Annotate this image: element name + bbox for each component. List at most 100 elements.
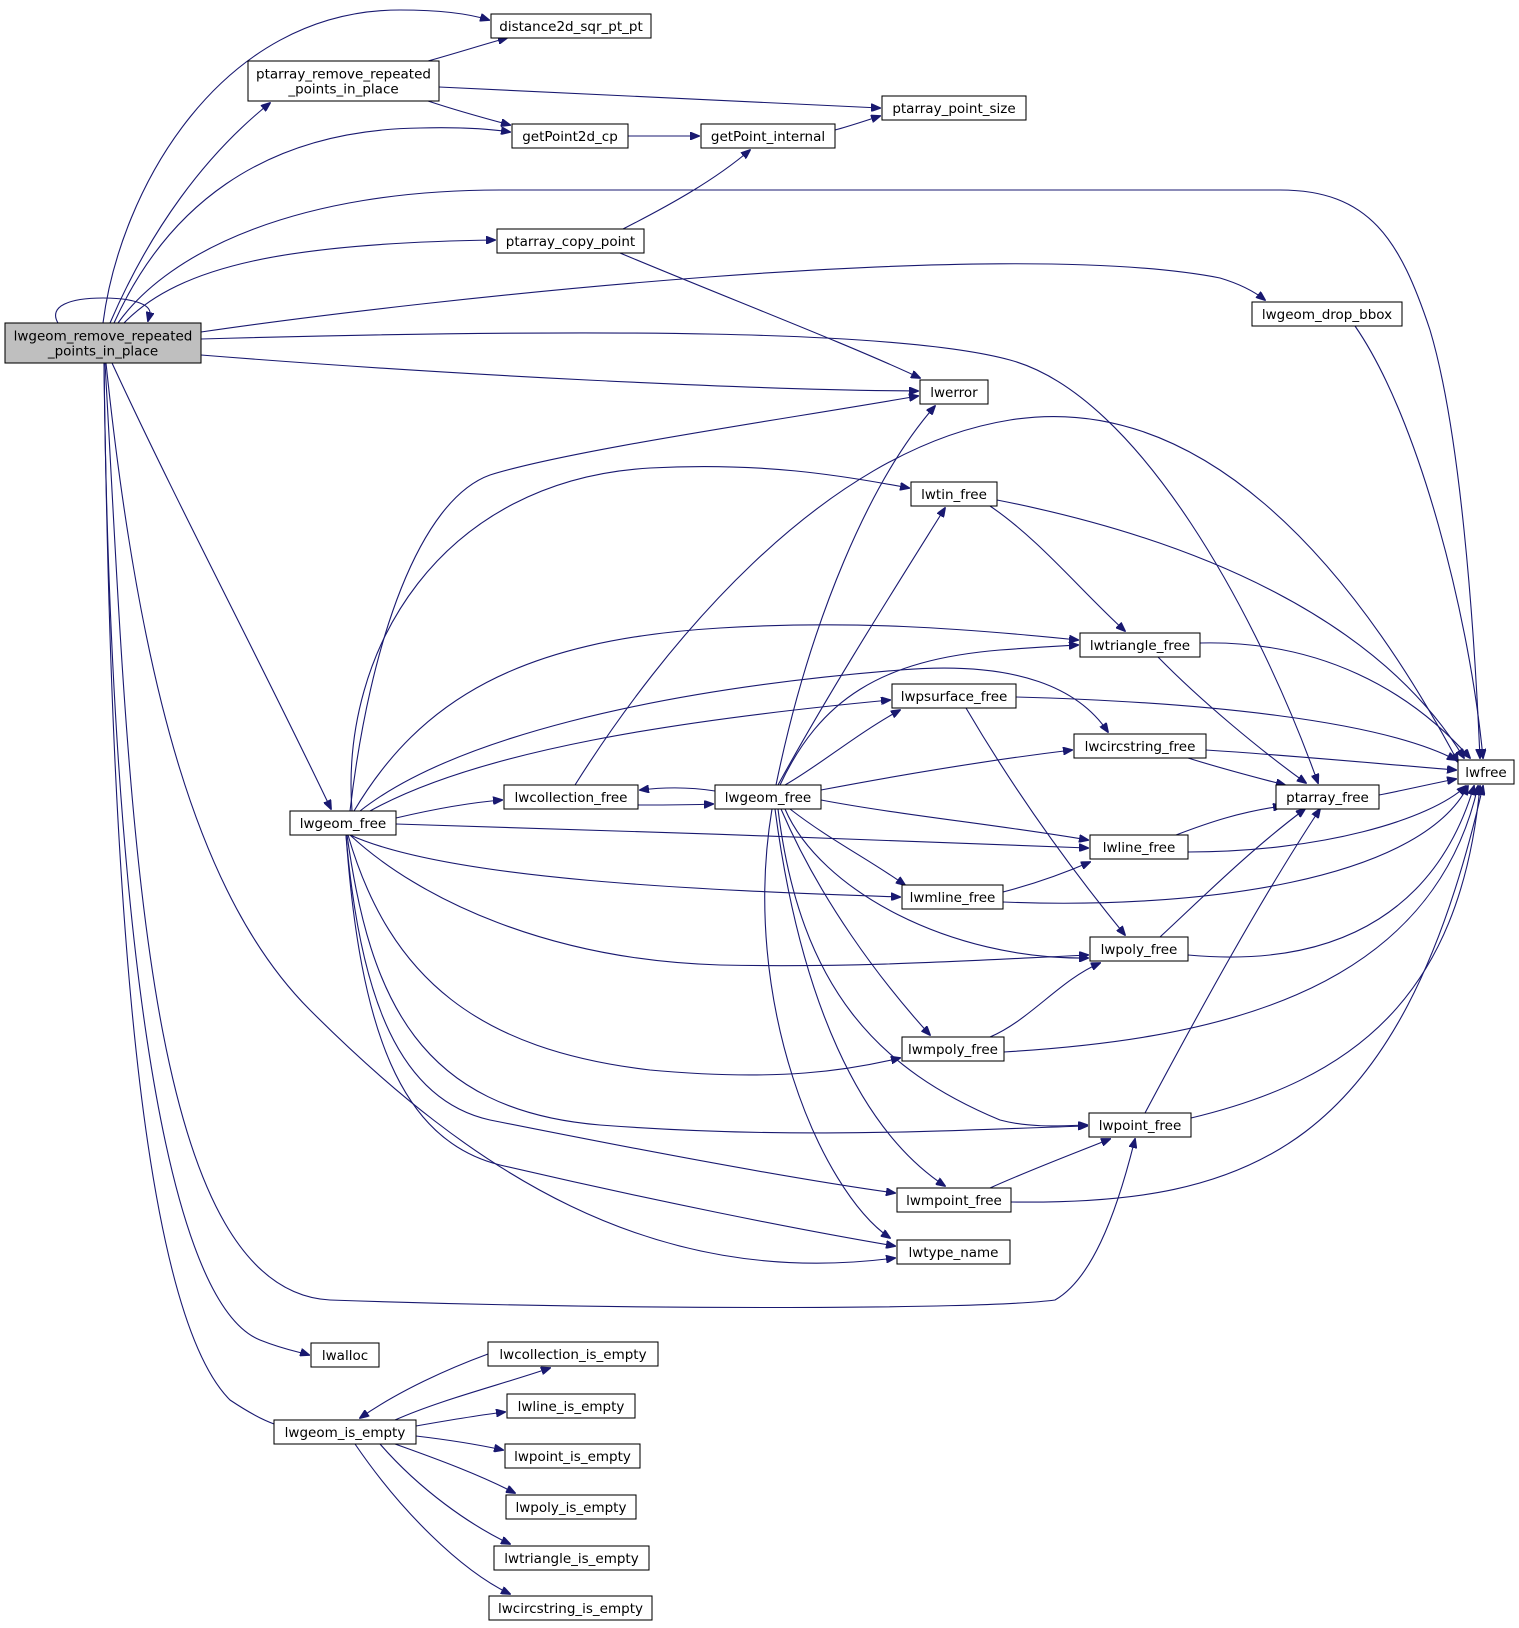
node-box bbox=[488, 1595, 653, 1621]
node-box bbox=[503, 784, 639, 810]
edge-root-to-lwerror bbox=[200, 354, 918, 391]
edge-lwgeom-is-empty-to-lwcircstring-is-empty bbox=[354, 1443, 510, 1594]
node-lwpsurface-free[interactable]: lwpsurface_free bbox=[891, 683, 1017, 709]
node-label: getPoint2d_cp bbox=[522, 129, 618, 145]
node-getPoint2d-cp[interactable]: getPoint2d_cp bbox=[511, 123, 629, 149]
node-box bbox=[310, 1342, 380, 1368]
edge-lwgeom-free-to-lwpoly-free bbox=[349, 834, 1088, 967]
node-label: lwcollection_is_empty bbox=[499, 1347, 646, 1363]
edge-lwgeom-free-inner-to-lwmpoly-free bbox=[780, 808, 930, 1035]
node-lwtype-name[interactable]: lwtype_name bbox=[896, 1239, 1011, 1265]
node-label: lwline_is_empty bbox=[518, 1399, 625, 1415]
edge-lwcollection-free-to-lwgeom-free-inner bbox=[637, 804, 713, 805]
node-lwline-is-empty[interactable]: lwline_is_empty bbox=[506, 1393, 636, 1419]
edge-lwgeom-free-to-lwtype-name bbox=[345, 834, 895, 1246]
node-lwtriangle-free[interactable]: lwtriangle_free bbox=[1079, 632, 1201, 658]
node-lwerror[interactable]: lwerror bbox=[919, 379, 989, 405]
node-label: lwgeom_is_empty bbox=[285, 1425, 406, 1441]
node-lwtin-free[interactable]: lwtin_free bbox=[910, 481, 998, 507]
node-lwgeom-drop-bbox[interactable]: lwgeom_drop_bbox bbox=[1251, 301, 1403, 327]
edge-lwgeom-free-inner-to-lwerror bbox=[775, 406, 935, 786]
node-box bbox=[247, 60, 440, 102]
node-lwgeom-free[interactable]: lwgeom_free bbox=[289, 810, 397, 836]
node-box bbox=[1089, 936, 1189, 962]
node-lwpoint-free[interactable]: lwpoint_free bbox=[1088, 1112, 1192, 1138]
node-label: lwgeom_free bbox=[300, 816, 386, 832]
node-lwalloc[interactable]: lwalloc bbox=[310, 1342, 380, 1368]
edge-lwpsurface-free-to-lwfree bbox=[1015, 696, 1456, 760]
node-lwtriangle-is-empty[interactable]: lwtriangle_is_empty bbox=[493, 1545, 650, 1571]
node-lwmline-free[interactable]: lwmline_free bbox=[901, 884, 1004, 910]
edges-layer bbox=[55, 9, 1483, 1594]
node-box bbox=[273, 1419, 417, 1445]
edge-root-to-ptarray-remove-repeated bbox=[109, 103, 270, 324]
edge-lwpoly-free-to-ptarray-free bbox=[1159, 809, 1305, 938]
edge-root-to-getPoint2d-cp bbox=[113, 128, 510, 324]
node-box bbox=[714, 784, 822, 810]
node-lwpoly-free[interactable]: lwpoly_free bbox=[1089, 936, 1189, 962]
edge-lwtin-free-to-lwtriangle-free bbox=[989, 505, 1125, 631]
node-lwpoly-is-empty[interactable]: lwpoly_is_empty bbox=[505, 1494, 637, 1520]
edge-lwgeom-free-to-lwline-free bbox=[395, 823, 1088, 848]
edge-lwline-free-to-ptarray-free bbox=[1175, 806, 1282, 836]
node-label: lwtriangle_free bbox=[1090, 638, 1190, 654]
edge-lwgeom-free-to-lwpsurface-free bbox=[369, 700, 890, 812]
node-label: lwcollection_free bbox=[515, 790, 628, 806]
edge-lwgeom-free-to-lwmpoint-free bbox=[345, 834, 895, 1193]
edge-ptarray-copy-point-to-getPoint-internal bbox=[622, 150, 750, 230]
edge-ptarray-remove-repeated-to-getPoint2d-cp bbox=[427, 100, 510, 125]
edge-lwgeom-is-empty-to-lwpoint-is-empty bbox=[415, 1435, 503, 1450]
edge-lwgeom-free-inner-to-lwtriangle-free bbox=[779, 645, 1078, 786]
node-label: lwline_free bbox=[1103, 840, 1176, 856]
node-ptarray-copy-point[interactable]: ptarray_copy_point bbox=[496, 228, 645, 254]
node-lwcollection-free[interactable]: lwcollection_free bbox=[503, 784, 639, 810]
node-distance2d-sqr-pt-pt[interactable]: distance2d_sqr_pt_pt bbox=[490, 13, 652, 39]
node-label: lwcircstring_is_empty bbox=[498, 1601, 643, 1617]
edge-lwpsurface-free-to-lwpoly-free bbox=[965, 707, 1125, 935]
edge-ptarray-remove-repeated-to-distance2d-sqr-pt-pt bbox=[427, 38, 507, 62]
node-box bbox=[504, 1443, 641, 1469]
node-lwcollection-is-empty[interactable]: lwcollection_is_empty bbox=[487, 1341, 659, 1367]
node-box bbox=[896, 1187, 1012, 1213]
node-box bbox=[1457, 759, 1515, 785]
node-label: ptarray_copy_point bbox=[506, 234, 635, 250]
node-ptarray-point-size[interactable]: ptarray_point_size bbox=[881, 95, 1027, 121]
edge-lwgeom-free-to-lwpoint-free bbox=[346, 834, 1087, 1134]
node-lwmpoly-free[interactable]: lwmpoly_free bbox=[901, 1036, 1005, 1062]
node-lwgeom-free-inner[interactable]: lwgeom_free bbox=[714, 784, 822, 810]
edge-lwcircstring-free-to-lwfree bbox=[1205, 749, 1456, 770]
edge-root-to-lwgeom-is-empty bbox=[103, 362, 287, 1428]
node-lwfree[interactable]: lwfree bbox=[1457, 759, 1515, 785]
node-ptarray-remove-repeated[interactable]: ptarray_remove_repeated_points_in_place bbox=[247, 60, 440, 102]
edge-root-to-lwfree bbox=[117, 189, 1480, 758]
edge-lwpoint-free-to-lwfree bbox=[1190, 786, 1480, 1119]
node-label: distance2d_sqr_pt_pt bbox=[499, 19, 643, 35]
node-box bbox=[506, 1393, 636, 1419]
edge-ptarray-remove-repeated-to-ptarray-point-size bbox=[438, 86, 880, 108]
node-lwmpoint-free[interactable]: lwmpoint_free bbox=[896, 1187, 1012, 1213]
edge-lwgeom-is-empty-to-lwpoly-is-empty bbox=[394, 1443, 515, 1493]
node-box bbox=[700, 123, 836, 149]
node-lwcircstring-free[interactable]: lwcircstring_free bbox=[1073, 733, 1207, 759]
node-ptarray-free[interactable]: ptarray_free bbox=[1275, 784, 1380, 810]
node-getPoint-internal[interactable]: getPoint_internal bbox=[700, 123, 836, 149]
edge-lwgeom-is-empty-to-lwline-is-empty bbox=[415, 1412, 505, 1427]
edge-lwgeom-free-inner-to-lwcollection-free bbox=[640, 788, 716, 791]
edge-root-to-distance2d-sqr-pt-pt bbox=[102, 9, 489, 324]
node-box bbox=[1251, 301, 1403, 327]
node-lwline-free[interactable]: lwline_free bbox=[1089, 834, 1189, 860]
node-lwpoint-is-empty[interactable]: lwpoint_is_empty bbox=[504, 1443, 641, 1469]
edge-lwmpoint-free-to-lwpoint-free bbox=[989, 1139, 1110, 1189]
node-label: lwgeom_drop_bbox bbox=[1262, 307, 1392, 323]
edge-lwgeom-free-inner-to-lwtype-name bbox=[764, 808, 890, 1238]
edge-lwgeom-free-to-lwerror bbox=[349, 396, 918, 812]
node-lwgeom-is-empty[interactable]: lwgeom_is_empty bbox=[273, 1419, 417, 1445]
nodes-layer: lwgeom_remove_repeated_points_in_place di… bbox=[4, 13, 1515, 1621]
node-box bbox=[511, 123, 629, 149]
edge-lwgeom-free-inner-to-lwpoly-free bbox=[784, 808, 1088, 958]
edge-lwgeom-free-to-lwcircstring-free bbox=[359, 667, 1108, 812]
node-label: lwcircstring_free bbox=[1085, 739, 1196, 755]
node-label: lwmline_free bbox=[910, 890, 996, 906]
node-root[interactable]: lwgeom_remove_repeated_points_in_place bbox=[4, 322, 202, 364]
node-lwcircstring-is-empty[interactable]: lwcircstring_is_empty bbox=[488, 1595, 653, 1621]
